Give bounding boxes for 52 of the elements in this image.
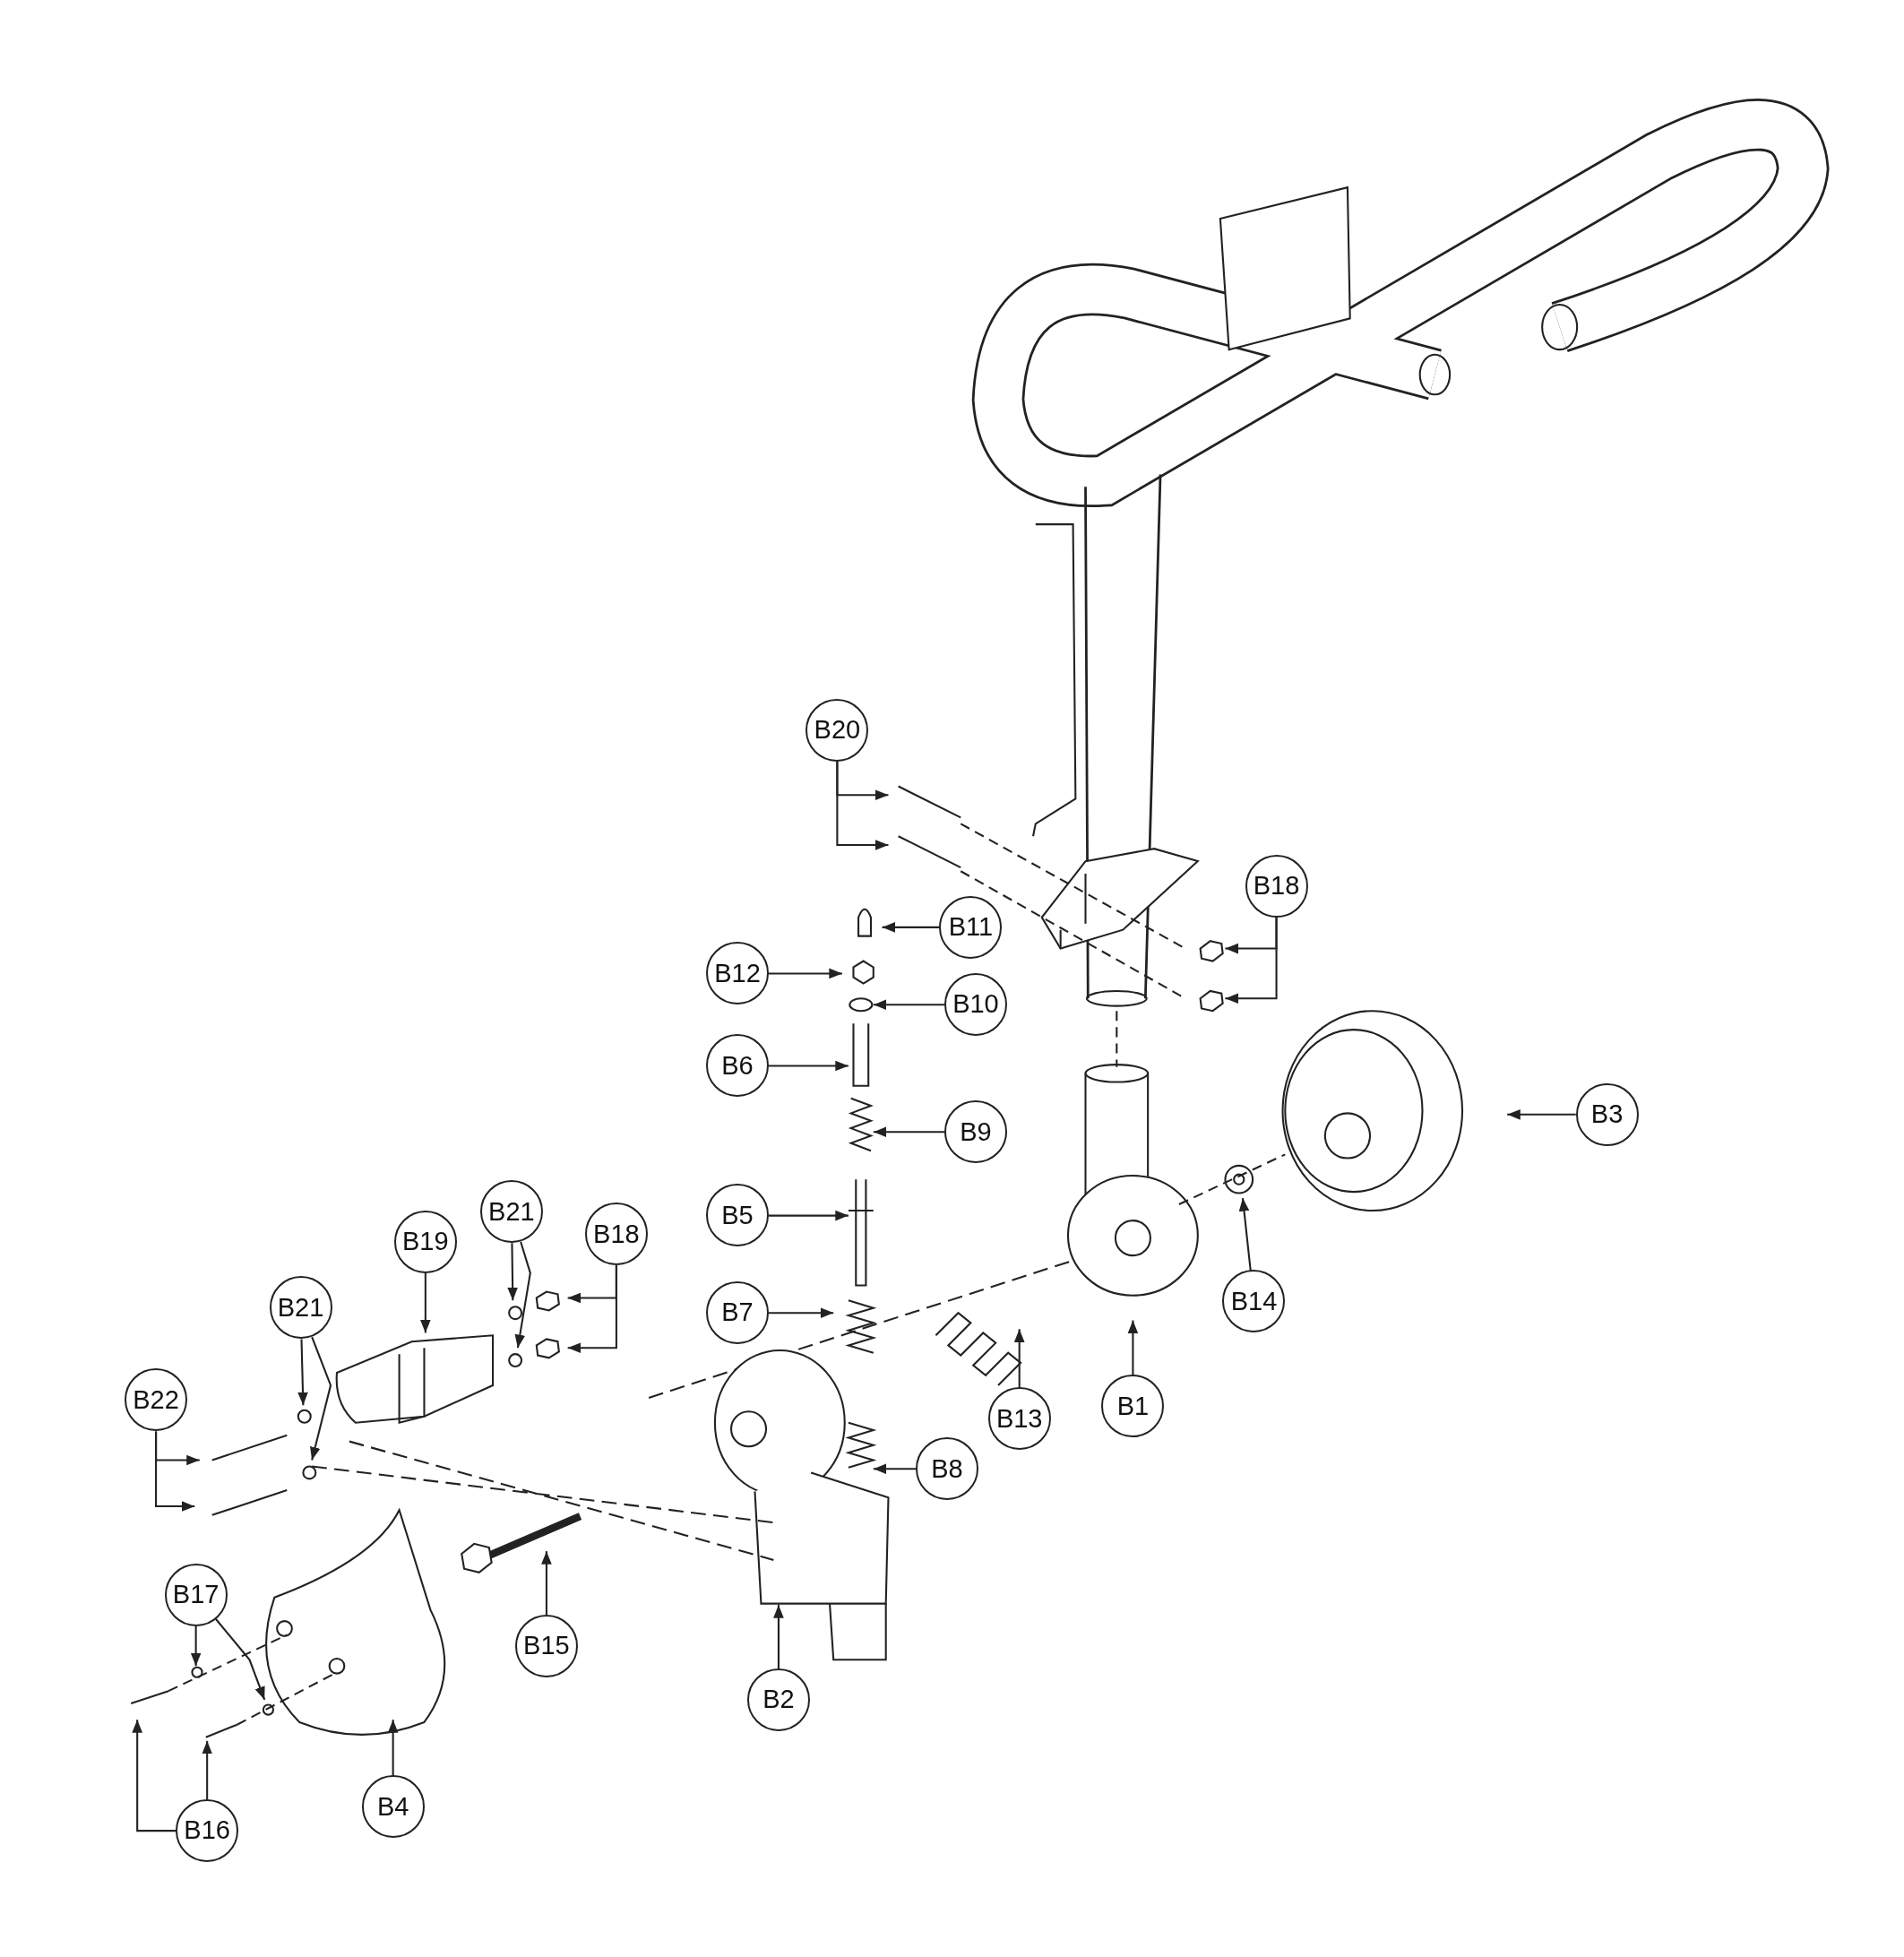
leader-line (768, 1307, 834, 1319)
callout-number: B11 (939, 895, 1003, 959)
callout-number: B2 (746, 1668, 810, 1731)
leader-line (768, 1060, 849, 1072)
callout-number: B12 (706, 942, 769, 1005)
leader-line (202, 1740, 212, 1800)
leader-line (541, 1551, 552, 1616)
leader-line (132, 1720, 177, 1832)
leader-line (873, 1463, 917, 1475)
callout-number: B8 (915, 1437, 978, 1500)
leader-line (1507, 1108, 1576, 1120)
callout-number: B21 (479, 1180, 543, 1244)
callout-number: B15 (514, 1614, 578, 1677)
callout-number: B13 (987, 1387, 1051, 1451)
leader-line (190, 1625, 202, 1667)
leader-line (215, 1618, 266, 1701)
leader-line (873, 1126, 945, 1138)
callout-number: B20 (806, 698, 869, 762)
leader-line (836, 761, 889, 850)
callout-number: B6 (706, 1034, 769, 1098)
leader-line (420, 1272, 431, 1333)
callout-number: B18 (584, 1203, 648, 1266)
callout-number: B7 (706, 1280, 769, 1344)
leader-line (1127, 1320, 1139, 1375)
leader-line (1225, 917, 1278, 1004)
leader-line (773, 1605, 784, 1669)
callout-number: B14 (1222, 1270, 1286, 1333)
callout-number: B4 (361, 1775, 425, 1839)
callout-number: B9 (943, 1100, 1007, 1163)
callout-number: B17 (164, 1563, 228, 1626)
leader-line (297, 1339, 308, 1406)
leader-line (882, 922, 940, 933)
leader-line (567, 1265, 617, 1354)
leader-line (507, 1243, 518, 1301)
leader-line (387, 1720, 399, 1776)
leader-line (310, 1336, 332, 1461)
leader-line (514, 1241, 531, 1349)
callout-number: B16 (176, 1798, 239, 1862)
callout-number: B21 (269, 1276, 332, 1340)
leader-line (1013, 1329, 1025, 1388)
callout-number: B22 (125, 1368, 188, 1432)
leader-line (768, 968, 842, 979)
leader-line (873, 999, 945, 1011)
callout-number: B18 (1245, 854, 1308, 918)
callout-number: B1 (1101, 1375, 1165, 1438)
leader-line (1238, 1197, 1252, 1272)
callout-number: B5 (706, 1184, 769, 1247)
callout-number: B3 (1575, 1082, 1639, 1146)
leader-line (155, 1431, 195, 1512)
leader-line (768, 1210, 849, 1221)
callout-number: B19 (393, 1210, 457, 1273)
callout-number: B10 (943, 973, 1007, 1036)
